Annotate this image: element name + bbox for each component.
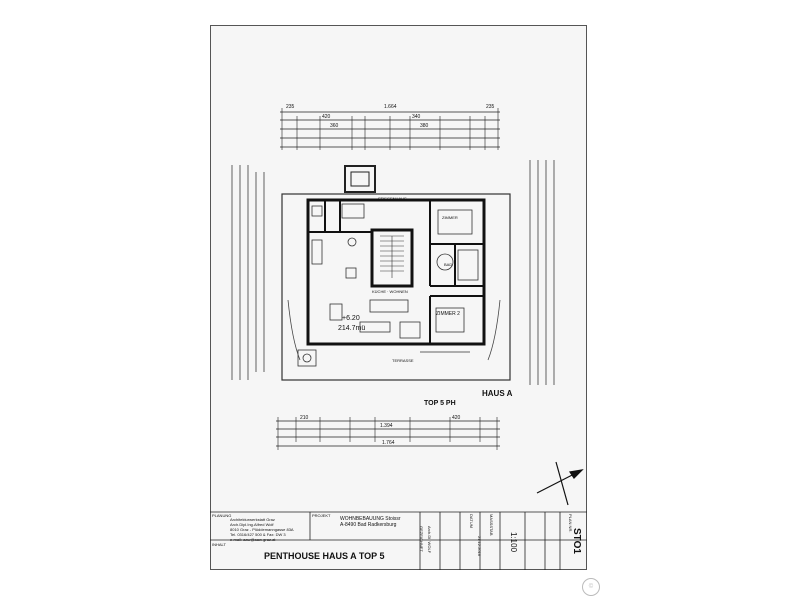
left-dimension-chains [231,165,265,380]
datum-value: 21.12.2016 [477,536,482,557]
area-value: 214.7mü [338,325,366,332]
dim-top-total: 1.664 [384,104,397,110]
right-dimension-chains [529,160,555,385]
room-label-zimmer: ZIMMER [442,215,458,220]
gezeichnet-label: GEZEICHNET [419,526,424,552]
gezeichnet-value: Arch.DI. WOLF [427,526,432,554]
terrace-outline [281,193,511,381]
planer-line-2: Arch.Dipl.Ing.Alfred Wolf [230,522,274,527]
dim-top-a: 420 [322,114,331,120]
room-label-terrasse: TERRASSE [392,358,414,363]
watermark-icon: © [582,578,600,596]
dim-top-b: 340 [412,114,421,120]
projekt-label: PROJEKT [312,513,331,518]
dim-bottom-total: 1.764 [382,440,395,446]
room-label-kueche: KÜCHE · WOHNEN [372,289,408,294]
top-dimension-ticks [281,108,499,150]
furniture [311,203,479,339]
north-arrow-icon [536,461,584,506]
building-label: HAUS A [482,389,513,398]
datum-label: DATUM [469,514,474,528]
bottom-dimension-ticks [277,417,498,450]
projekt-line-1: WOHNBEBAUUNG Stoissr [340,516,401,522]
stair-tower-roof [344,165,376,193]
planung-label: PLANUNG [212,513,232,518]
planer-line-4: Tel. 0316/427 500 & Fax: DW 3 [230,532,286,537]
massstab-label: MASSSTAB [489,514,494,536]
stair-tower-hatch [350,171,370,187]
drawing-sheet [210,25,587,570]
interior-walls [308,200,484,344]
planer-line-5: e-mail: aaw@aaw-graz.at [230,537,276,542]
inhalt-label: INHALT [212,542,226,547]
room-label-stiegenhaus: STIEGENHAUS [378,196,407,201]
outer-walls [306,198,486,346]
stair-treads [380,235,404,278]
title-block-frame [210,511,587,570]
bottom-dimension-chains [276,420,500,447]
planer-line-3: 8010 Graz - Plüddemanngasse 83A [230,527,294,532]
stair-core [370,228,414,288]
terrace-curve-left [287,299,301,361]
terrace-curve-right [487,299,501,361]
room-label-zimmer2: ZIMMER 2 [436,311,460,317]
planer-line-1: Architekturwerkstatt Graz [230,517,275,522]
inhalt-value: PENTHOUSE HAUS A TOP 5 [264,551,385,561]
dim-bottom-c: 420 [452,415,461,421]
level-value: +6.20 [342,315,360,322]
dim-top-d: 380 [420,123,429,129]
dim-top-right: 235 [486,104,495,110]
terrace-furniture [297,349,470,367]
room-label-bad: BAD [444,262,453,267]
massstab-value: 1:100 [509,532,518,553]
dim-top-left: 235 [286,104,295,110]
dim-top-c: 360 [330,123,339,129]
dim-bottom-b: 210 [300,415,309,421]
projekt-line-2: A-8490 Bad Radkersburg [340,522,397,528]
dim-bottom-a: 1.394 [380,423,393,429]
plan-nr-value: STO1 [571,528,582,554]
unit-label: TOP 5 PH [424,400,456,407]
